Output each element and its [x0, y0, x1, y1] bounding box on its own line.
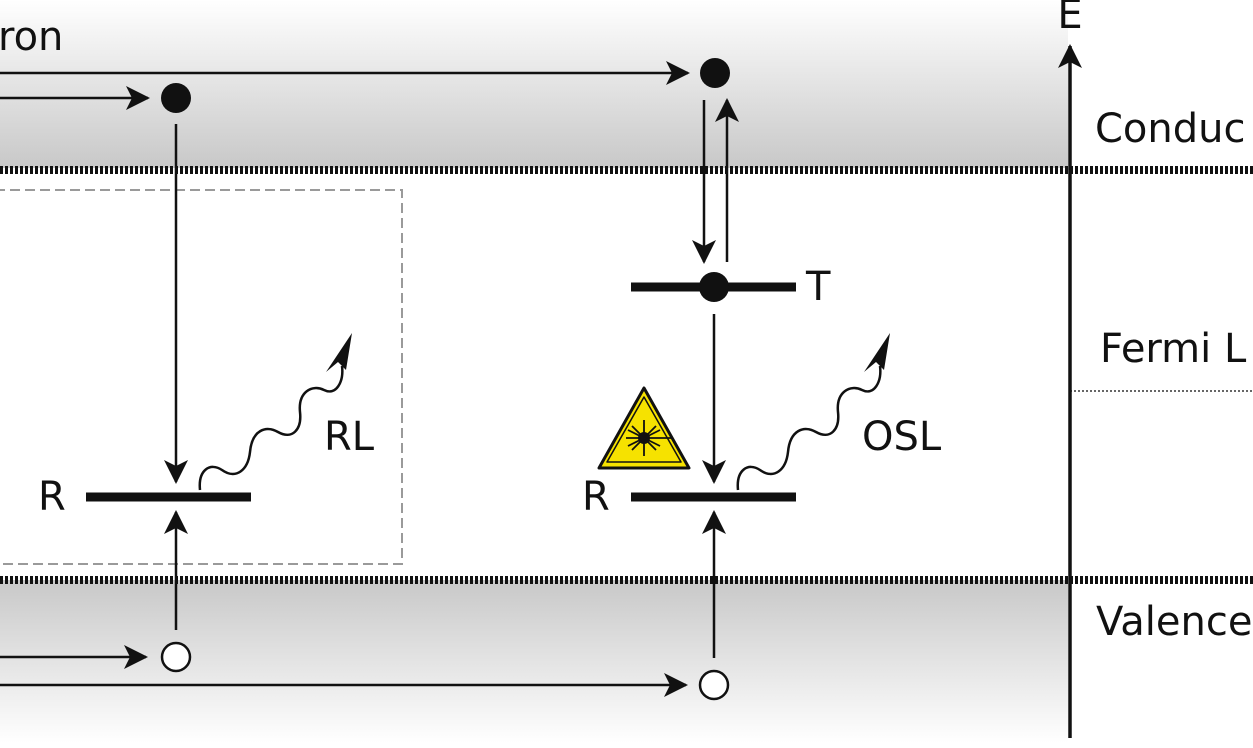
rl-photon-emission: [198, 365, 344, 491]
trap-label: T: [805, 264, 831, 310]
laser-warning-icon: [597, 386, 691, 470]
electron-dot-right: [700, 58, 730, 88]
rl-label: RL: [324, 414, 375, 460]
electron-dot-left: [161, 83, 191, 113]
hole-left: [160, 641, 192, 673]
osl-label: OSL: [862, 414, 942, 460]
osl-photon-arrowhead: [864, 333, 890, 372]
valence-band-label: Valence: [1096, 599, 1252, 645]
osl-photon-emission: [736, 365, 882, 491]
conduction-band-label: Conduc: [1095, 106, 1246, 152]
trapped-electron-dot: [699, 272, 729, 302]
rl-region-box: [0, 189, 403, 565]
electron-label: ron: [0, 14, 63, 60]
valence-band: [0, 580, 1068, 743]
hole-right: [698, 669, 730, 701]
fermi-level-label: Fermi L: [1100, 326, 1247, 372]
recombination-label-right: R: [582, 474, 610, 520]
rl-photon-arrowhead: [326, 333, 352, 372]
conduction-band: [0, 0, 1068, 168]
recombination-label-left: R: [38, 474, 66, 520]
energy-axis-label: E: [1057, 0, 1082, 38]
